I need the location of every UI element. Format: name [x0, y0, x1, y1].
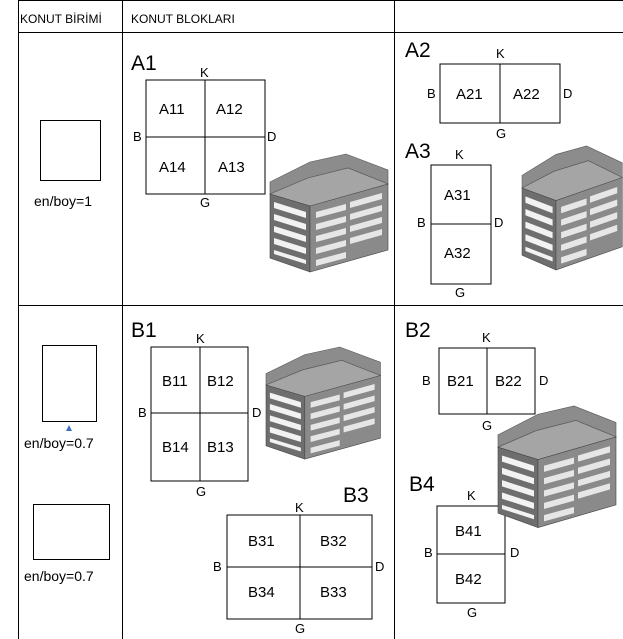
plan-B4-west: B [424, 545, 433, 560]
plan-A1-cell-4: A13 [218, 159, 245, 176]
plan-B3-west: B [213, 559, 222, 574]
plan-A1-cell-1: A11 [159, 101, 185, 118]
plan-A1-title: A1 [131, 52, 157, 75]
plan-A1-south: G [200, 195, 210, 210]
plan-B2-north: K [482, 330, 491, 345]
plan-A3-west: B [417, 215, 426, 230]
plan-A3-cell-2: A32 [444, 245, 471, 262]
plan-B1-cell-3: B14 [162, 439, 189, 456]
plan-B4-north: K [467, 488, 476, 503]
plan-A2-north: K [496, 46, 505, 61]
plan-A3-north: K [455, 147, 464, 162]
header-divider [18, 32, 623, 33]
building-illustration-a1 [269, 153, 389, 273]
unit-square [40, 120, 101, 181]
plan-B4-title: B4 [409, 473, 435, 496]
plan-A3-south: G [455, 285, 465, 300]
unit-ratio-vertical: en/boy=0.7 [24, 435, 94, 451]
plan-B3-south: G [295, 621, 305, 636]
plan-B4-south: G [467, 605, 477, 620]
plan-B3-cell-1: B31 [248, 533, 275, 550]
plan-B1-south: G [196, 484, 206, 499]
plan-A2-south: G [496, 126, 506, 141]
plan-A1-east: D [267, 129, 276, 144]
plan-B1-title: B1 [131, 319, 157, 342]
plan-B1-east: D [252, 405, 261, 420]
plan-B1-cell-1: B11 [162, 373, 188, 390]
unit-ratio-horizontal: en/boy=0.7 [24, 568, 94, 584]
plan-B3-title: B3 [343, 484, 369, 507]
plan-B1-cell-2: B12 [207, 373, 234, 390]
plan-B3-cell-4: B33 [320, 584, 347, 601]
plan-A2-cell-2: A22 [513, 86, 540, 103]
plan-A3-east: D [494, 215, 503, 230]
plan-A2-title: A2 [405, 39, 431, 62]
plan-B2-cell-2: B22 [495, 373, 522, 390]
unit-ratio-square: en/boy=1 [34, 193, 92, 209]
building-illustration-a3 [521, 145, 623, 271]
plan-A2-west: B [427, 86, 436, 101]
building-illustration-b2 [497, 405, 617, 529]
plan-B2-south: G [482, 418, 492, 433]
table-border-left [18, 0, 19, 639]
header-konut-bloklari: KONUT BLOKLARI [131, 12, 235, 26]
column-divider-1 [122, 0, 123, 639]
plan-A1-west: B [133, 129, 142, 144]
building-illustration-b1 [265, 346, 381, 460]
plan-A3-title: A3 [405, 140, 431, 163]
row-divider [18, 305, 623, 306]
plan-A1-north: K [200, 65, 209, 80]
plan-B2-east: D [539, 373, 548, 388]
plan-B3-east: D [375, 559, 384, 574]
table-border-top [18, 0, 623, 1]
plan-B2-cell-1: B21 [447, 373, 474, 390]
plan-A3-cell-1: A31 [444, 187, 471, 204]
plan-B2-title: B2 [405, 319, 431, 342]
plan-A1-cell-3: A14 [159, 159, 186, 176]
unit-rectangle-horizontal [33, 504, 110, 560]
unit-rectangle-vertical [42, 345, 97, 422]
plan-B3-north: K [295, 500, 304, 515]
plan-B4-cell-2: B42 [455, 571, 482, 588]
plan-B4-east: D [510, 545, 519, 560]
plan-B1-cell-4: B13 [207, 439, 234, 456]
plan-B3-cell-2: B32 [320, 533, 347, 550]
header-konut-birimi: KONUT BİRİMİ [20, 12, 102, 26]
plan-B1-west: B [138, 405, 147, 420]
plan-B4-cell-1: B41 [455, 523, 482, 540]
plan-A2-east: D [563, 86, 572, 101]
column-divider-2 [394, 0, 395, 639]
plan-B2-west: B [422, 373, 431, 388]
plan-A1-cell-2: A12 [216, 101, 243, 118]
plan-B3-cell-3: B34 [248, 584, 275, 601]
plan-A2-cell-1: A21 [456, 86, 483, 103]
plan-B1-north: K [196, 331, 205, 346]
